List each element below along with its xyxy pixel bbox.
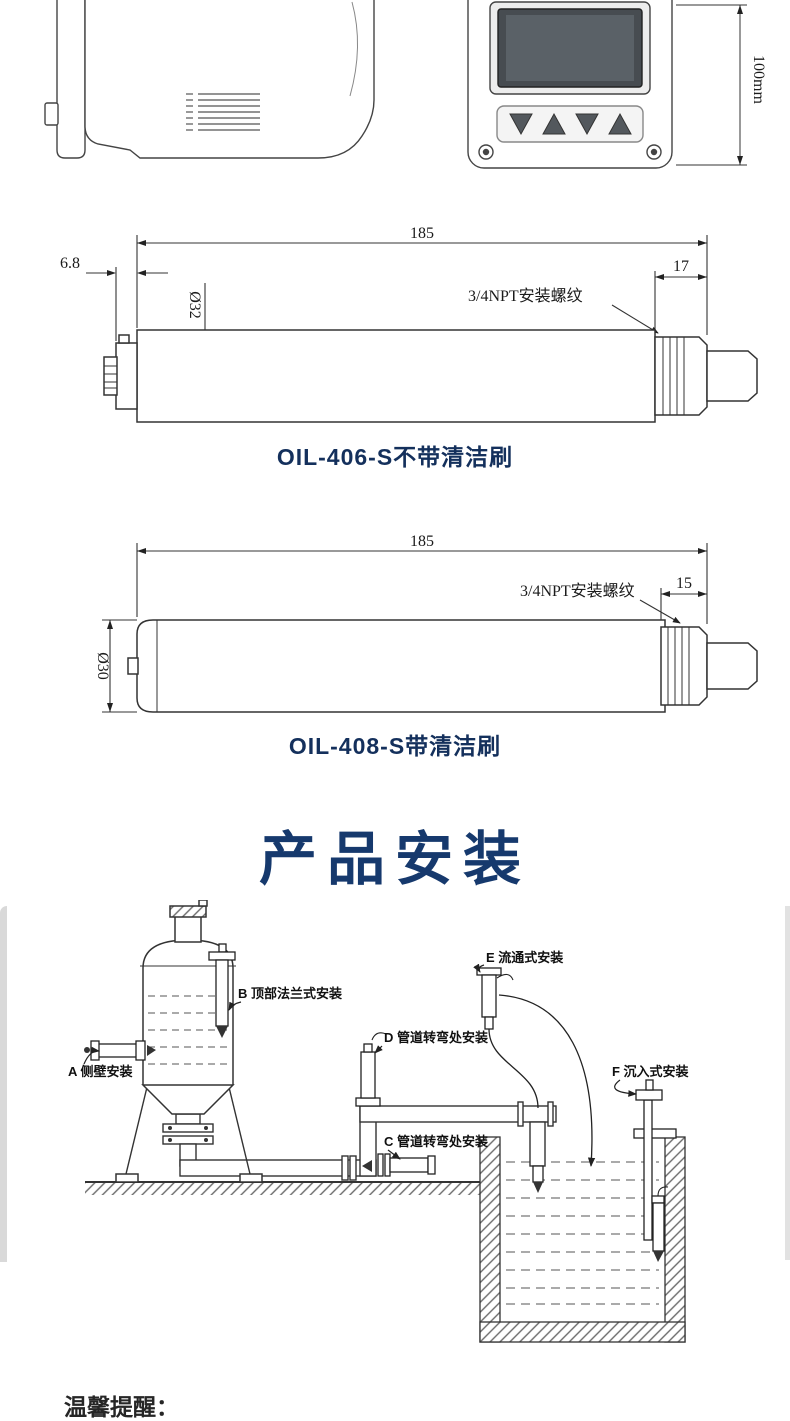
label-f-submersion: F 沉入式安装 <box>612 1064 689 1079</box>
thread-label: 3/4NPT安装螺纹 <box>520 582 635 600</box>
diameter-dim-label: Ø30 <box>94 652 111 680</box>
sensor-b-top-flange <box>208 943 236 1038</box>
page-edge-right <box>785 906 790 1260</box>
caption-oil408: OIL-408-S带清洁刷 <box>289 733 501 759</box>
lcd-screen <box>506 15 634 81</box>
screw-holes <box>478 144 662 160</box>
pit-walls <box>479 1136 686 1343</box>
sensor-e-flowcell <box>476 967 596 1168</box>
sensor-408-body <box>127 619 758 713</box>
reminder-heading: 温馨提醒： <box>64 1394 179 1420</box>
sensor-406-body <box>103 329 758 423</box>
label-leaders <box>83 963 637 1160</box>
installation-labels: A 侧壁安装 B 顶部法兰式安装 C 管道转弯处安装 D 管道转弯处安装 E 流… <box>68 950 689 1149</box>
controller-buttons <box>509 112 632 136</box>
pipework <box>162 1101 557 1181</box>
length-dim-label: 185 <box>410 533 434 550</box>
length-dim-label: 185 <box>410 225 434 242</box>
section-title: 产品安装 <box>258 827 531 892</box>
oil406-dimension-drawing: 185 6.8 Ø32 17 3/4NPT安装螺纹 <box>60 225 758 470</box>
label-d-pipe-bend: D 管道转弯处安装 <box>384 1030 488 1045</box>
tip-dim-label: 6.8 <box>60 255 80 272</box>
ground <box>85 1181 482 1195</box>
caption-oil406: OIL-406-S不带清洁刷 <box>277 444 513 470</box>
instrument-overview-drawing: 100mm <box>44 0 767 169</box>
label-b-top-flange: B 顶部法兰式安装 <box>238 986 342 1001</box>
dimensions-408: 185 Ø30 15 3/4NPT安装螺纹 <box>94 533 708 713</box>
vent-slots <box>186 93 260 131</box>
sensor-a-sidewall <box>84 1040 156 1061</box>
label-c-pipe-bend: C 管道转弯处安装 <box>384 1134 488 1149</box>
installation-diagram: A 侧壁安装 B 顶部法兰式安装 C 管道转弯处安装 D 管道转弯处安装 E 流… <box>68 900 689 1343</box>
thread-label: 3/4NPT安装螺纹 <box>468 287 583 305</box>
tank-water <box>148 995 228 1065</box>
height-dim-label: 100mm <box>750 55 767 104</box>
pit-water <box>506 1161 659 1305</box>
transmitter-side-view <box>44 0 375 159</box>
dimensions-406: 185 6.8 Ø32 17 3/4NPT安装螺纹 <box>60 225 708 422</box>
sensor-c-pipe-bend <box>362 1153 436 1177</box>
thread-len-label: 15 <box>676 575 692 592</box>
label-e-flowcell: E 流通式安装 <box>486 950 563 965</box>
drop-probe <box>532 1165 544 1193</box>
diameter-dim-label: Ø32 <box>186 291 203 319</box>
controller-front-view <box>467 0 673 169</box>
label-a-sidewall: A 侧壁安装 <box>68 1064 133 1079</box>
oil408-dimension-drawing: 185 Ø30 15 3/4NPT安装螺纹 OIL-4 <box>94 533 758 759</box>
page-edge-left <box>0 906 7 1262</box>
sensor-d-pipe-bend <box>355 1032 387 1107</box>
thread-len-label: 17 <box>673 258 689 275</box>
height-dimension: 100mm <box>676 4 767 166</box>
